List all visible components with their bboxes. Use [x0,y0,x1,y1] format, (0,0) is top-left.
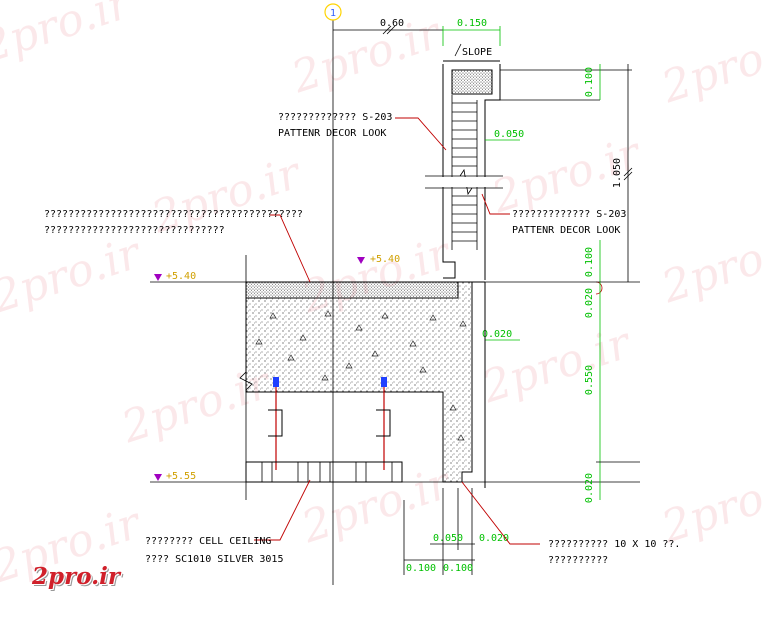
dimension-base-a: 0.050 [433,533,463,544]
level-marker-lower [154,474,162,481]
annotation-decor-right-code: ????????????? S-203 [512,209,627,220]
cap-block [451,69,493,95]
dimension-top-width: 0.150 [457,18,487,29]
annotation-angle-2: ?????????? [548,555,609,566]
dimension-base-c: 0.100 [406,563,436,574]
annotation-slab-note-2: ?????????????????????????????? [44,225,225,236]
dimension-base-d: 0.100 [443,563,473,574]
annotation-decor-top-code: ????????????? S-203 [278,112,393,123]
dimension-base-b: 0.020 [479,533,509,544]
grid-marker-circle [324,3,342,21]
concrete-aggregate [255,310,467,441]
annotation-decor-top: ????????????? S-203 PATTENR DECOR LOOK [278,110,392,142]
level-upper: +5.40 [166,271,196,282]
annotation-ceiling: ???????? CELL CEILING ???? SC1010 SILVER… [145,533,283,569]
leader-lines [254,117,540,545]
dimension-upper-height: 0.100 [584,67,595,97]
ceiling-hangers [268,377,391,470]
dimension-mid-offset: 0.020 [584,288,595,318]
annotation-ceiling-2: ???? SC1010 SILVER 3015 [145,554,284,565]
level-lower: +5.55 [166,471,196,482]
annotation-decor-right: ????????????? S-203 PATTENR DECOR LOOK [512,207,626,239]
level-upper-right: +5.40 [370,254,400,265]
site-logo: 2pro.ir [32,563,121,590]
annotation-decor-top-desc: PATTENR DECOR LOOK [278,128,387,139]
annotation-ceiling-1: ???????? CELL CEILING [145,536,272,547]
dimension-bottom-offset: 0.020 [584,473,595,503]
slope-arrow [454,43,462,57]
annotation-decor-right-desc: PATTENR DECOR LOOK [512,225,621,236]
annotation-angle-1: ?????????? 10 X 10 ??. [548,539,681,550]
dimension-main-height: 0.550 [584,365,595,395]
cell-ceiling [245,461,403,483]
level-marker-upper-right [357,257,365,264]
level-marker-upper [154,274,162,281]
dimension-mid-height: 0.100 [584,247,595,277]
concrete-slab-section [245,281,473,483]
dimension-side-gap: 0.020 [482,329,512,340]
dimension-top-offset: 0.60 [380,18,404,29]
slope-label: SLOPE [462,47,492,58]
dimension-inner-gap: 0.050 [494,129,524,140]
annotation-angle: ?????????? 10 X 10 ??. ?????????? [548,537,680,569]
annotation-slab-note-1: ????????????????????????????????????????… [44,209,303,220]
annotation-slab-note: ????????????????????????????????????????… [44,207,303,239]
slab-finish-layer [245,281,459,299]
grid-marker-label: 1 [330,8,336,19]
dimension-overall-height: 1.050 [612,158,623,188]
